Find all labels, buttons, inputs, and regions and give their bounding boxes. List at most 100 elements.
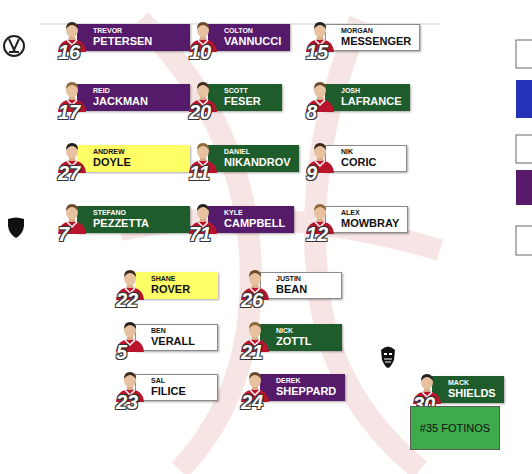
name-block: NIKCORIC bbox=[341, 148, 376, 169]
last-name: ZOTTL bbox=[276, 335, 311, 348]
callout-box: #35 FOTINOS bbox=[410, 406, 500, 450]
last-name: PETERSEN bbox=[93, 35, 152, 48]
name-block: DANIELNIKANDROV bbox=[224, 148, 291, 169]
goalie-mask-icon bbox=[381, 347, 395, 369]
player-card: MORGANMESSENGER 15 bbox=[303, 24, 420, 64]
jersey-number: 26 bbox=[241, 289, 263, 311]
name-block: MORGANMESSENGER bbox=[341, 27, 411, 48]
jersey-number: 12 bbox=[306, 223, 328, 245]
first-name: MORGAN bbox=[341, 27, 411, 35]
callout-text: #35 FOTINOS bbox=[420, 422, 490, 434]
player-card: DEREKSHEPPARD 24 bbox=[238, 374, 345, 414]
first-name: STEFANO bbox=[93, 209, 149, 217]
jersey-number: 5 bbox=[116, 341, 127, 363]
first-name: MACK bbox=[448, 379, 496, 387]
first-name: ANDREW bbox=[93, 148, 131, 156]
first-name: KYLE bbox=[224, 209, 285, 217]
jersey-number: 11 bbox=[189, 162, 210, 184]
name-block: JOSHLAFRANCE bbox=[341, 87, 402, 108]
jersey-number: 23 bbox=[116, 391, 138, 413]
last-name: DOYLE bbox=[93, 156, 131, 169]
last-name: MOWBRAY bbox=[341, 217, 399, 230]
jersey-number: 10 bbox=[189, 41, 211, 63]
jersey-number: 15 bbox=[306, 41, 328, 63]
name-block: SHANEROVER bbox=[151, 275, 190, 296]
name-block: SALFILICE bbox=[151, 377, 186, 398]
name-block: MACKSHIELDS bbox=[448, 379, 496, 400]
last-name: VERALL bbox=[151, 335, 195, 348]
name-block: COLTONVANNUCCI bbox=[224, 27, 281, 48]
name-block: KYLECAMPBELL bbox=[224, 209, 285, 230]
jersey-number: 21 bbox=[241, 341, 263, 363]
name-block: NICKZOTTL bbox=[276, 327, 311, 348]
player-card: NIKCORIC 9 bbox=[303, 145, 407, 185]
last-name: ROVER bbox=[151, 283, 190, 296]
player-card: TREVORPETERSEN 16 bbox=[55, 24, 190, 64]
player-card: COLTONVANNUCCI 10 bbox=[186, 24, 290, 64]
first-name: SAL bbox=[151, 377, 186, 385]
first-name: BEN bbox=[151, 327, 195, 335]
first-name: JUSTIN bbox=[276, 275, 307, 283]
player-card: STEFANOPEZZETTA 7 bbox=[55, 206, 190, 246]
name-block: ANDREWDOYLE bbox=[93, 148, 131, 169]
last-name: VANNUCCI bbox=[224, 35, 281, 48]
jersey-number: 22 bbox=[116, 289, 138, 311]
first-name: DANIEL bbox=[224, 148, 291, 156]
player-card: JOSHLAFRANCE 8 bbox=[303, 84, 410, 124]
first-name: ALEX bbox=[341, 209, 399, 217]
last-name: FESER bbox=[224, 95, 261, 108]
player-card: SHANEROVER 22 bbox=[113, 272, 218, 312]
last-name: FILICE bbox=[151, 385, 186, 398]
last-name: JACKMAN bbox=[93, 95, 148, 108]
first-name: REID bbox=[93, 87, 148, 95]
name-block: JUSTINBEAN bbox=[276, 275, 307, 296]
last-name: LAFRANCE bbox=[341, 95, 402, 108]
player-card: BENVERALL 5 bbox=[113, 324, 218, 364]
jersey-number: 16 bbox=[58, 41, 80, 63]
last-name: BEAN bbox=[276, 283, 307, 296]
player-card: NICKZOTTL 21 bbox=[238, 324, 342, 364]
player-card: ANDREWDOYLE 27 bbox=[55, 145, 190, 185]
name-block: ALEXMOWBRAY bbox=[341, 209, 399, 230]
name-block: TREVORPETERSEN bbox=[93, 27, 152, 48]
first-name: NICK bbox=[276, 327, 311, 335]
first-name: TREVOR bbox=[93, 27, 152, 35]
last-name: CORIC bbox=[341, 156, 376, 169]
jersey-number: 27 bbox=[58, 162, 80, 184]
player-card: SALFILICE 23 bbox=[113, 374, 218, 414]
first-name: SCOTT bbox=[224, 87, 261, 95]
defense-shield-icon bbox=[8, 218, 24, 239]
player-card: SCOTTFESER 20 bbox=[186, 84, 282, 124]
last-name: SHIELDS bbox=[448, 387, 496, 400]
first-name: COLTON bbox=[224, 27, 281, 35]
last-name: NIKANDROV bbox=[224, 156, 291, 169]
last-name: CAMPBELL bbox=[224, 217, 285, 230]
edge-panels bbox=[516, 40, 532, 255]
jersey-number: 20 bbox=[189, 101, 211, 123]
first-name: DEREK bbox=[276, 377, 336, 385]
name-block: DEREKSHEPPARD bbox=[276, 377, 336, 398]
jersey-number: 71 bbox=[189, 223, 211, 245]
forwards-icon bbox=[4, 36, 24, 56]
jersey-number: 9 bbox=[306, 162, 317, 184]
player-card: ALEXMOWBRAY 12 bbox=[303, 206, 408, 246]
first-name: NIK bbox=[341, 148, 376, 156]
first-name: JOSH bbox=[341, 87, 402, 95]
player-card: KYLECAMPBELL 71 bbox=[186, 206, 294, 246]
player-card: DANIELNIKANDROV 11 bbox=[186, 145, 299, 185]
player-card: JUSTINBEAN 26 bbox=[238, 272, 342, 312]
jersey-number: 24 bbox=[241, 391, 263, 413]
jersey-number: 8 bbox=[306, 101, 317, 123]
jersey-number: 17 bbox=[58, 101, 80, 123]
player-card: REIDJACKMAN 17 bbox=[55, 84, 190, 124]
jersey-number: 7 bbox=[58, 223, 69, 245]
last-name: SHEPPARD bbox=[276, 385, 336, 398]
name-block: REIDJACKMAN bbox=[93, 87, 148, 108]
last-name: PEZZETTA bbox=[93, 217, 149, 230]
name-block: STEFANOPEZZETTA bbox=[93, 209, 149, 230]
name-block: BENVERALL bbox=[151, 327, 195, 348]
first-name: SHANE bbox=[151, 275, 190, 283]
name-block: SCOTTFESER bbox=[224, 87, 261, 108]
last-name: MESSENGER bbox=[341, 35, 411, 48]
